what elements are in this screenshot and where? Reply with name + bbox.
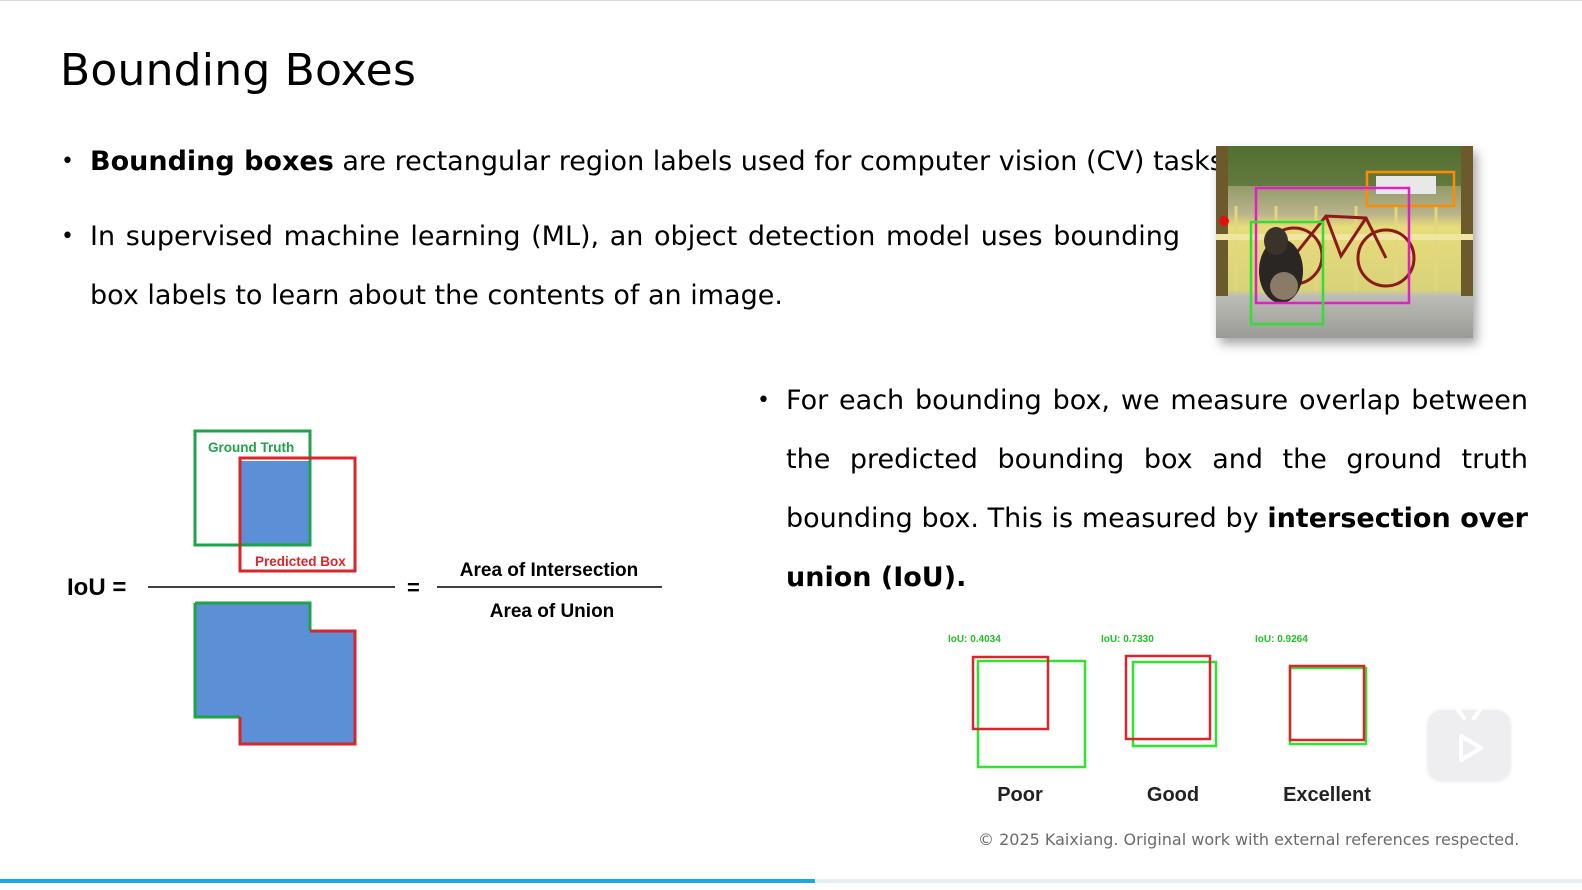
bullet-dot: •	[757, 388, 770, 413]
iou-formula-diagram: Ground Truth Predicted Box IoU = = Area …	[67, 429, 662, 746]
video-progress-fill	[0, 879, 815, 883]
iou-value-excellent: IoU: 0.9264	[1255, 634, 1308, 645]
bullet-bold-term: intersection over union (IoU).	[786, 503, 1528, 593]
quality-label-poor: Poor	[997, 784, 1043, 806]
bullet-dot: •	[61, 149, 74, 174]
iou-label: IoU =	[67, 574, 126, 601]
bullet-supervised-ml: • In supervised machine learning (ML), an…	[61, 207, 1180, 325]
bullet-iou: • For each bounding box, we measure overl…	[757, 371, 1528, 607]
bullet-text: For each bounding box, we measure overla…	[786, 385, 1528, 534]
ground-truth-label: Ground Truth	[208, 440, 294, 455]
equals-sign: =	[407, 575, 420, 600]
numerator-text: Area of Intersection	[460, 560, 638, 581]
play-button[interactable]	[1428, 708, 1510, 780]
iou-value-poor: IoU: 0.4034	[948, 634, 1001, 645]
bullet-text: are rectangular region labels used for c…	[333, 146, 1233, 177]
denominator-text: Area of Union	[490, 601, 615, 622]
bullet-dot: •	[61, 224, 74, 249]
quality-label-excellent: Excellent	[1283, 784, 1371, 806]
bullet-bold-term: Bounding boxes	[90, 146, 334, 177]
copyright-footer: © 2025 Kaixiang. Original work with exte…	[978, 830, 1520, 849]
iou-examples-figure: IoU: 0.4034 Poor IoU: 0.7330 Good IoU: 0…	[948, 634, 1371, 806]
bullet-bounding-boxes: • Bounding boxes are rectangular region l…	[61, 132, 1232, 191]
slide-title: Bounding Boxes	[60, 45, 417, 96]
iou-value-good: IoU: 0.7330	[1101, 634, 1154, 645]
play-icon	[1456, 708, 1483, 762]
video-progress-bar[interactable]	[0, 879, 1582, 883]
bullet-text: In supervised machine learning (ML), an …	[90, 221, 1180, 311]
quality-label-good: Good	[1147, 784, 1199, 806]
predicted-box-label: Predicted Box	[255, 554, 346, 569]
dog-bicycle-detection-photo	[1216, 146, 1473, 338]
